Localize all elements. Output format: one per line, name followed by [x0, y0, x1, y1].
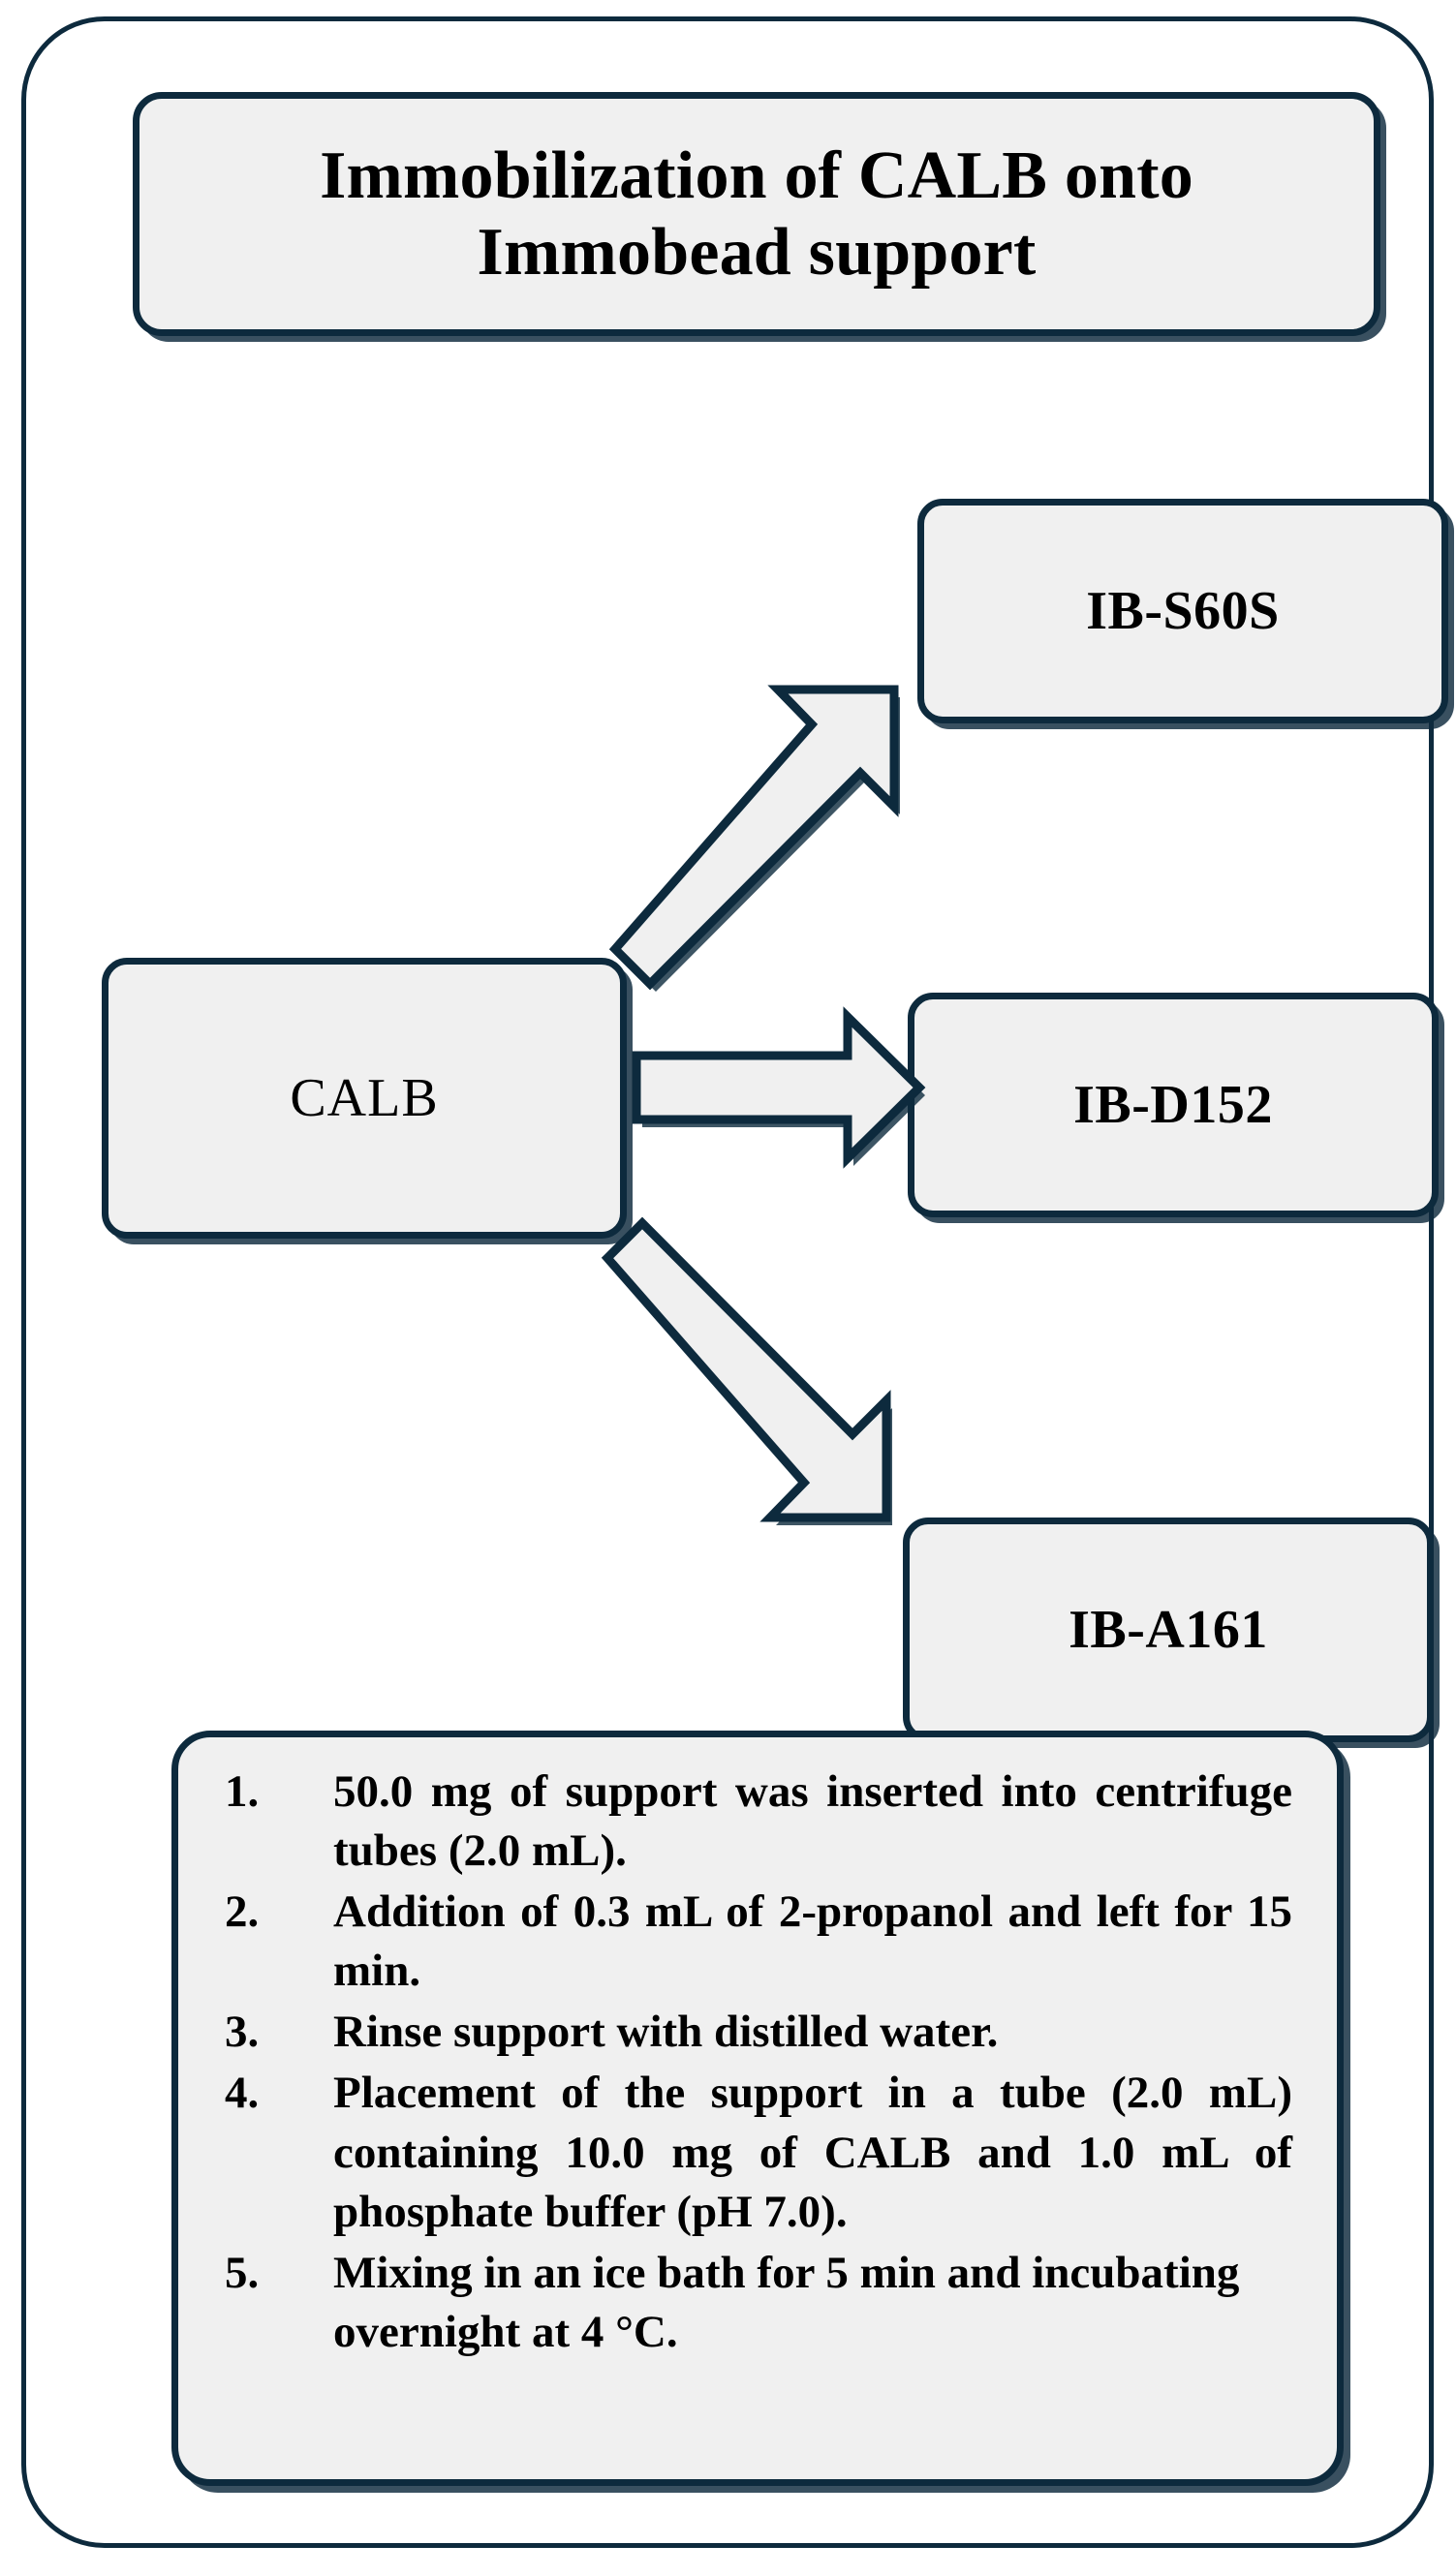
diagram-outer-container: Immobilization of CALB onto Immobead sup…: [21, 16, 1448, 2548]
node-ib-d152-label: IB-D152: [1073, 1075, 1273, 1135]
node-calb: CALB: [102, 958, 627, 1239]
arrow-down-right-icon: [601, 1216, 892, 1525]
procedure-list: 50.0 mg of support was inserted into cen…: [215, 1763, 1292, 2362]
diagram-title-box: Immobilization of CALB onto Immobead sup…: [133, 92, 1380, 336]
node-ib-d152: IB-D152: [908, 993, 1439, 1217]
list-item: Rinse support with distilled water.: [225, 2003, 999, 2062]
list-item: 50.0 mg of support was inserted into cen…: [225, 1763, 1292, 1877]
node-ib-s60s: IB-S60S: [917, 499, 1448, 723]
node-ib-s60s-label: IB-S60S: [1086, 581, 1280, 641]
arrow-right-icon: [632, 1006, 926, 1169]
list-item: Addition of 0.3 mL of 2-propanol and lef…: [225, 1883, 1292, 1997]
node-ib-a161-label: IB-A161: [1069, 1600, 1268, 1660]
page-title: Immobilization of CALB onto Immobead sup…: [320, 138, 1193, 290]
list-item: Mixing in an ice bath for 5 min and incu…: [225, 2244, 1240, 2357]
node-calb-label: CALB: [290, 1068, 439, 1128]
list-item: Placement of the support in a tube (2.0 …: [225, 2064, 1292, 2237]
procedure-list-box: 50.0 mg of support was inserted into cen…: [171, 1731, 1344, 2486]
arrow-up-right-icon: [608, 685, 900, 992]
node-ib-a161: IB-A161: [903, 1518, 1434, 1742]
